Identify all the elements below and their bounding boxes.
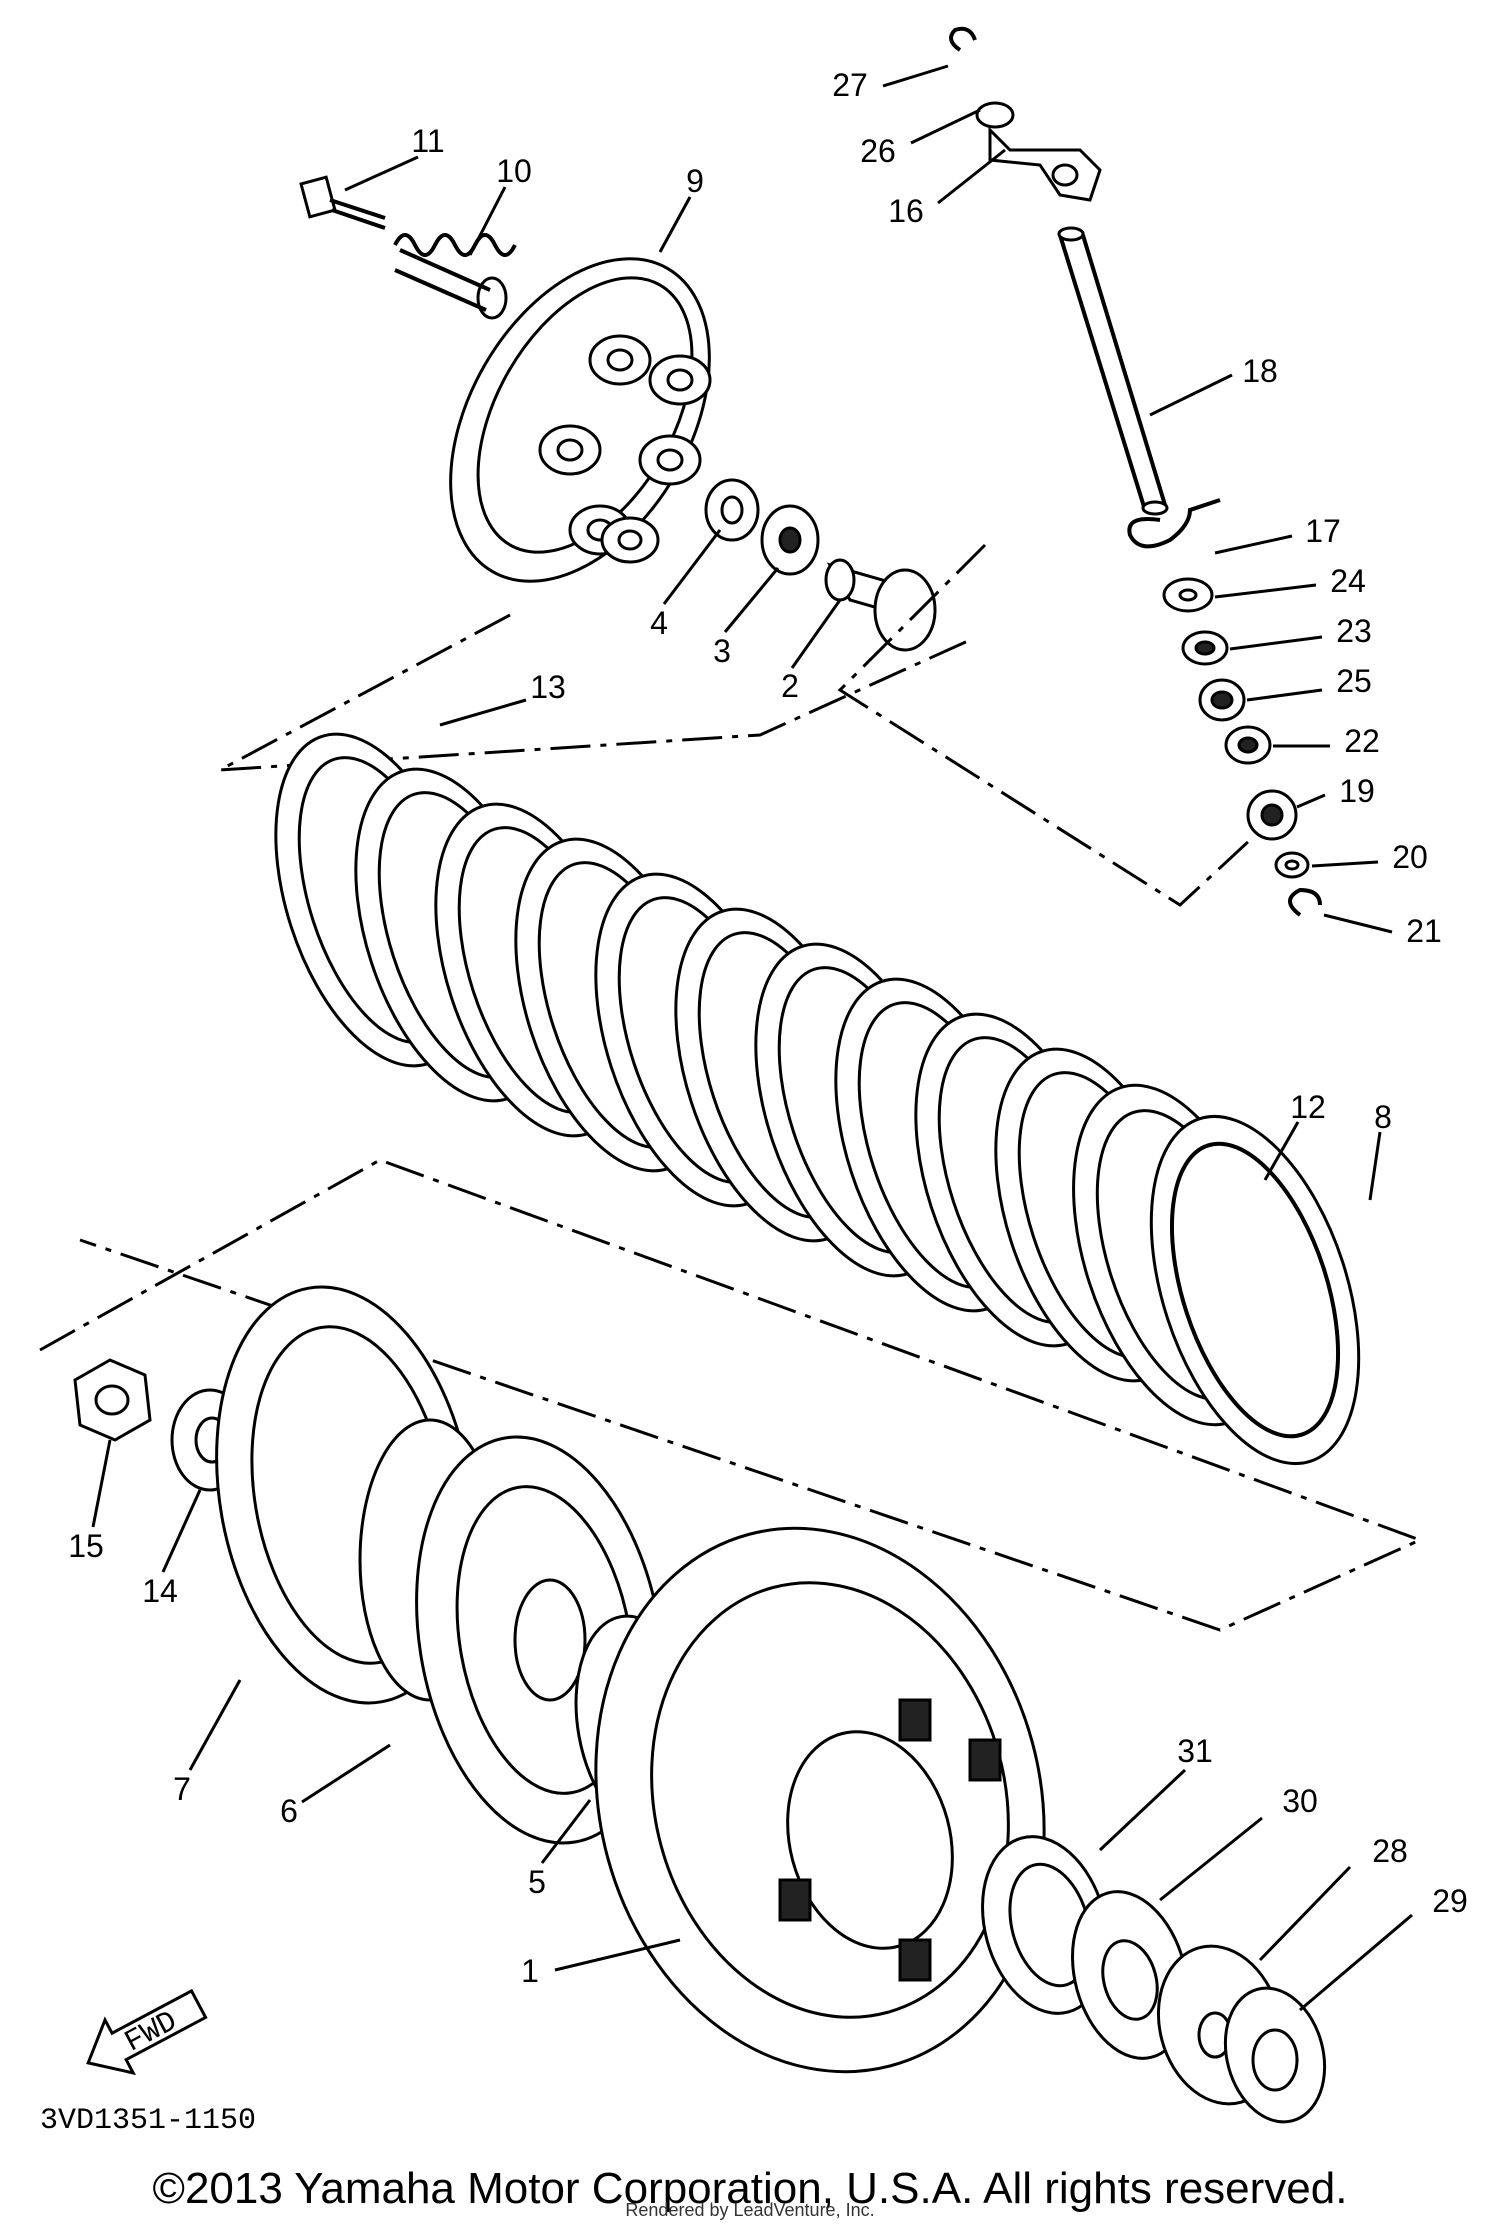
nut-15 — [73, 1358, 152, 1442]
callout-19: 19 — [1339, 773, 1375, 809]
callout-24: 24 — [1330, 563, 1366, 599]
circlip-27 — [949, 26, 977, 52]
callout-26: 26 — [860, 133, 896, 169]
gear-19 — [1246, 789, 1298, 841]
washer-20 — [1274, 851, 1310, 879]
spacer-29 — [1223, 1986, 1327, 2124]
seal-23 — [1181, 630, 1229, 666]
bearing-22 — [1224, 725, 1272, 765]
bearing-3 — [760, 504, 820, 576]
pressure-plate-9 — [449, 257, 712, 583]
callout-17: 17 — [1305, 513, 1341, 549]
lever-shaft-18 — [1057, 226, 1169, 516]
spring-10 — [393, 233, 517, 320]
callout-23: 23 — [1336, 613, 1372, 649]
washer-4 — [704, 478, 760, 542]
callout-25: 25 — [1336, 663, 1372, 699]
callout-20: 20 — [1392, 839, 1428, 875]
callout-10: 10 — [496, 153, 532, 189]
callout-22: 22 — [1344, 723, 1380, 759]
bolt-11 — [299, 175, 386, 230]
diagram-code: 3VD1351-1150 — [40, 2104, 256, 2138]
callout-2: 2 — [781, 668, 799, 704]
callout-13: 13 — [530, 669, 566, 705]
callout-14: 14 — [142, 1573, 178, 1609]
callout-5: 5 — [528, 1864, 546, 1900]
callout-16: 16 — [888, 193, 924, 229]
circlip-21 — [1288, 887, 1322, 917]
lever-16 — [988, 126, 1102, 202]
callout-15: 15 — [68, 1528, 104, 1564]
callout-28: 28 — [1372, 1833, 1408, 1869]
washer-26 — [975, 101, 1015, 129]
callout-6: 6 — [280, 1793, 298, 1829]
alignment-lines — [39, 543, 1424, 1632]
fwd-arrow: FWD — [86, 1988, 208, 2076]
bearing-25 — [1198, 678, 1246, 722]
callout-21: 21 — [1406, 913, 1442, 949]
callout-8: 8 — [1374, 1099, 1392, 1135]
callout-3: 3 — [713, 633, 731, 669]
leader-lines — [91, 64, 1413, 2012]
callout-1: 1 — [521, 1953, 539, 1989]
plate-stack — [274, 732, 1361, 1466]
spring-17 — [1127, 498, 1221, 549]
clutch-boss-6 — [358, 1418, 665, 1845]
callout-11: 11 — [411, 123, 444, 159]
copyright-notice: ©2013 Yamaha Motor Corporation, U.S.A. A… — [152, 2164, 1348, 2213]
primary-driven-gear-1 — [594, 1526, 1046, 2074]
callout-7: 7 — [173, 1771, 191, 1807]
rendered-by-credit: Rendered by LeadVenture, Inc. — [625, 2200, 875, 2220]
callout-30: 30 — [1282, 1783, 1318, 1819]
callout-18: 18 — [1242, 353, 1278, 389]
push-rod-2 — [824, 558, 937, 652]
washer-24 — [1162, 577, 1214, 613]
callout-4: 4 — [650, 605, 668, 641]
callout-27: 27 — [832, 67, 868, 103]
callout-12: 12 — [1290, 1089, 1326, 1125]
callout-9: 9 — [686, 163, 704, 199]
callout-numbers: 1 2 3 4 5 6 7 8 9 10 11 12 13 14 15 16 1… — [68, 67, 1468, 1989]
callout-31: 31 — [1177, 1733, 1213, 1769]
callout-29: 29 — [1432, 1883, 1468, 1919]
